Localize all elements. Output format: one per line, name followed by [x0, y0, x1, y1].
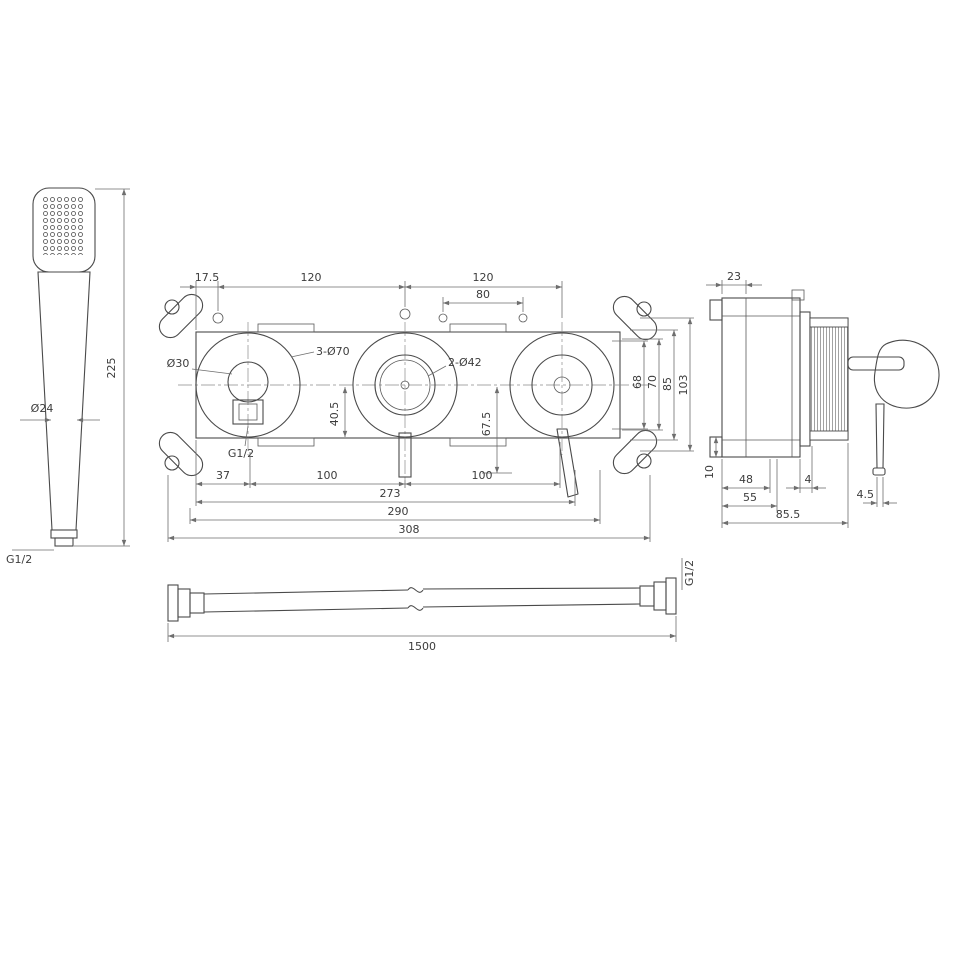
label-dia30: Ø30 [167, 357, 190, 370]
mounting-ear-top-right [612, 295, 658, 341]
dim-17-5: 17.5 [195, 271, 220, 284]
screw-hole [212, 312, 224, 324]
screw-hole [518, 313, 528, 323]
dim-handshower-dia: Ø24 [31, 402, 54, 415]
knurled-cartridge [809, 317, 849, 441]
dim-4-5: 4.5 [857, 488, 875, 501]
dim-23: 23 [727, 270, 741, 283]
dim-100-b: 100 [472, 469, 493, 482]
dim-hose-length: 1500 [408, 640, 436, 653]
bracket-strap [449, 323, 507, 333]
dim-290: 290 [388, 505, 409, 518]
hose-break-bottom [407, 605, 424, 611]
hose-view: 1500 G1/2 [167, 558, 696, 653]
bracket-strap [257, 323, 315, 333]
valve-port-right [509, 332, 615, 498]
mounting-ear-top-left [158, 293, 204, 339]
valve-stem [398, 432, 412, 478]
handle-grip [873, 339, 940, 409]
mounting-ear-bottom-left [158, 431, 204, 477]
bracket-strap [449, 437, 507, 447]
spout-stub [791, 289, 805, 301]
screw-hole [399, 308, 411, 320]
side-body [721, 297, 801, 458]
dim-67-5: 67.5 [480, 412, 493, 437]
spray-dot-grid [43, 197, 85, 255]
dim-68: 68 [631, 375, 644, 389]
hose-nut-right [665, 577, 677, 615]
valve-lever [556, 428, 579, 498]
label-3-dia70: 3-Ø70 [316, 345, 350, 358]
label-hose-thread: G1/2 [683, 560, 696, 586]
dim-103: 103 [677, 375, 690, 396]
valve-side-view: 23 10 48 4 55 85.5 4.5 [703, 270, 940, 528]
dim-120-a: 120 [301, 271, 322, 284]
dim-handshower-height: 225 [105, 358, 118, 379]
label-2-dia42: 2-Ø42 [448, 356, 482, 369]
dim-55: 55 [743, 491, 757, 504]
screw-hole [438, 313, 448, 323]
dim-273: 273 [380, 487, 401, 500]
dim-40-5: 40.5 [328, 402, 341, 427]
dim-85: 85 [661, 377, 674, 391]
mounting-ear-bottom-right [612, 429, 658, 475]
label-valve-thread: G1/2 [228, 447, 254, 460]
bracket-strap [257, 437, 315, 447]
dim-37: 37 [216, 469, 230, 482]
handle-band [50, 529, 78, 539]
dim-308: 308 [399, 523, 420, 536]
dim-80: 80 [476, 288, 490, 301]
hose-ferrule-left [189, 592, 205, 614]
dim-120-b: 120 [473, 271, 494, 284]
valve-front-view: Ø30 3-Ø70 2-Ø42 40.5 67.5 G1/2 17.5 120 … [158, 271, 694, 542]
handle-thread-tip [54, 537, 74, 547]
handshower-view: Ø24 225 G1/2 [6, 187, 130, 566]
hose-collar-right [653, 581, 667, 611]
label-handshower-thread: G1/2 [6, 553, 32, 566]
dim-10: 10 [703, 465, 716, 479]
handshower-handle [37, 271, 91, 531]
dim-4: 4 [805, 473, 812, 486]
dim-70: 70 [646, 375, 659, 389]
hose-break-top [407, 587, 424, 593]
lever-rod [875, 403, 885, 469]
cartridge-cap-bottom [809, 430, 849, 441]
cartridge-cap-top [809, 317, 849, 328]
hose-collar-left [177, 588, 191, 618]
hose-nut-left [167, 584, 179, 622]
dim-48: 48 [739, 473, 753, 486]
dim-85-5: 85.5 [776, 508, 801, 521]
hose-ferrule-right [639, 585, 655, 607]
lever-rod-cap [872, 467, 886, 476]
valve-port-middle [352, 332, 458, 478]
handle-arm [847, 356, 905, 371]
dim-100-a: 100 [317, 469, 338, 482]
cartridge-neck [799, 311, 811, 447]
ear-tab-top [709, 299, 723, 321]
valve-port-left [195, 332, 301, 438]
